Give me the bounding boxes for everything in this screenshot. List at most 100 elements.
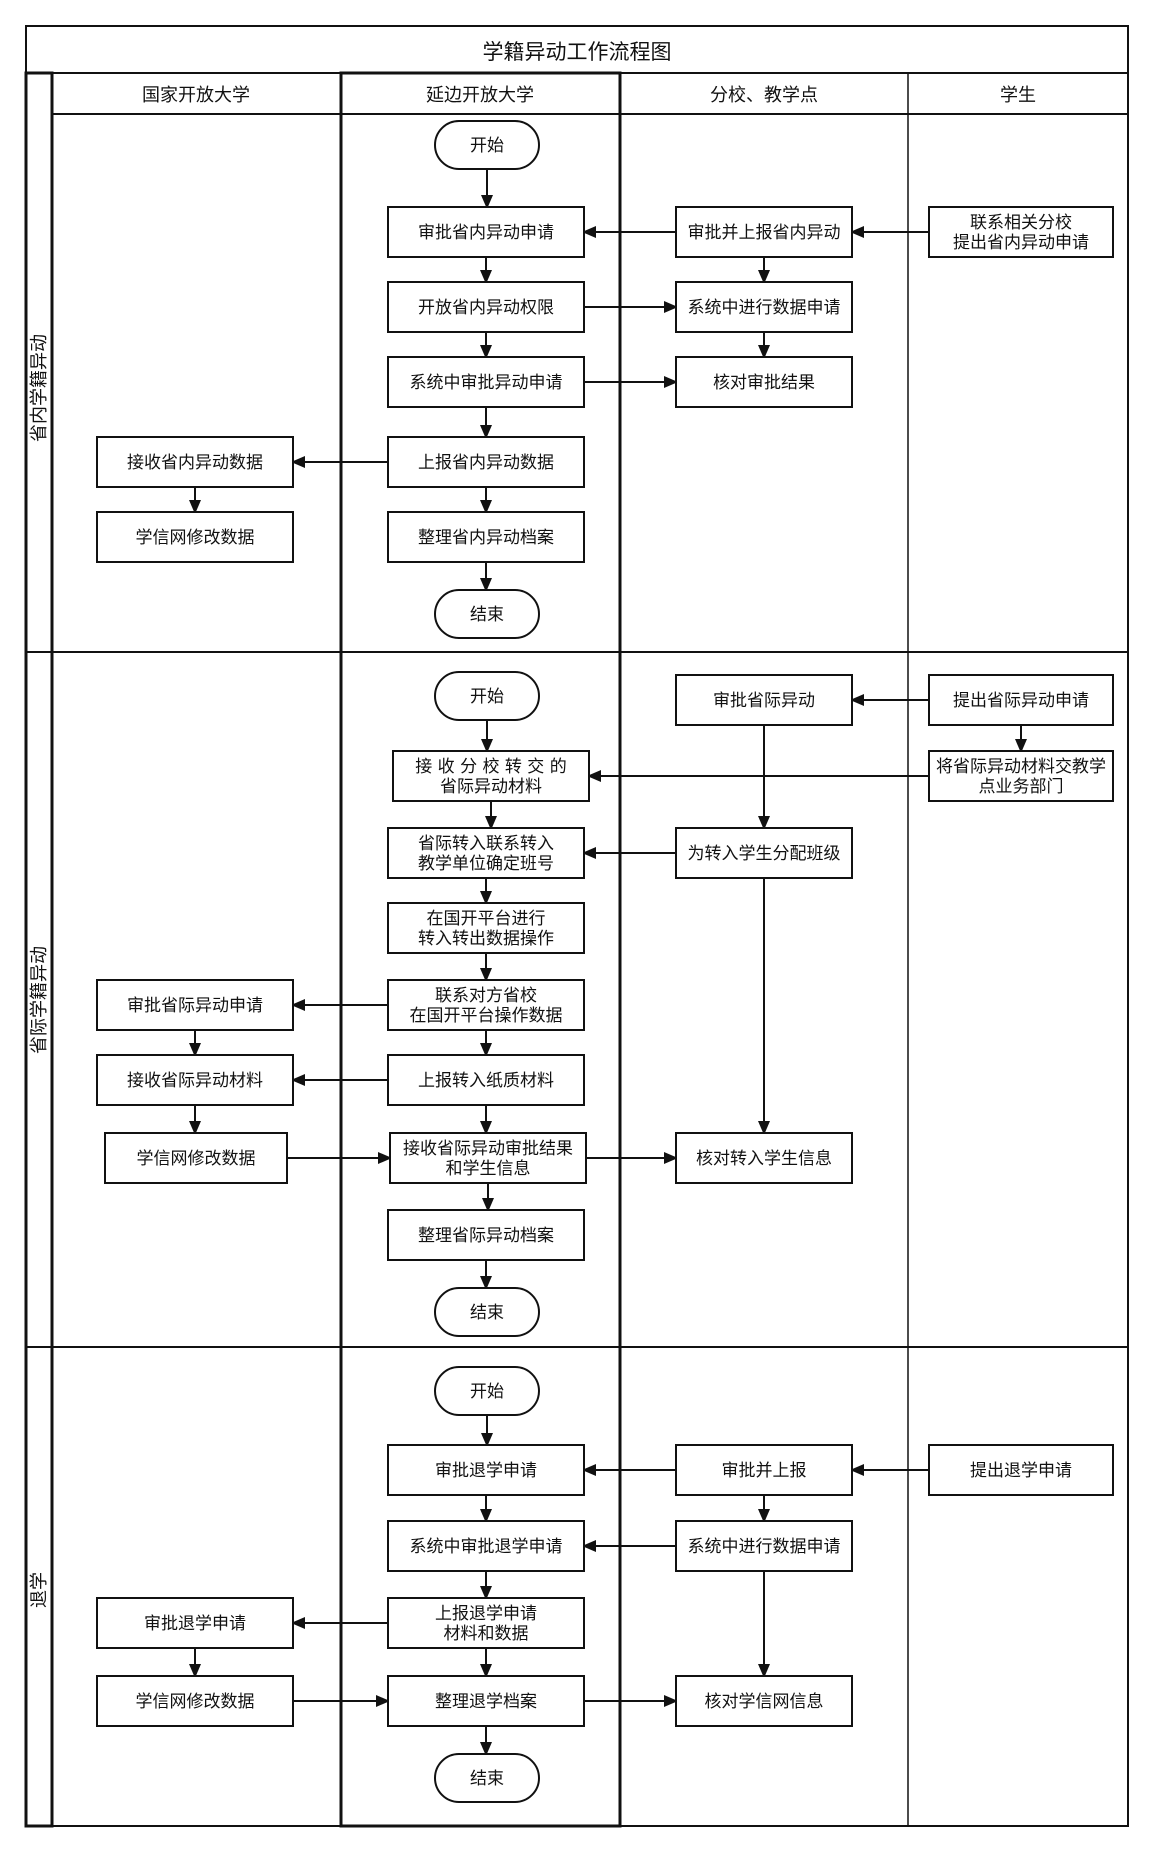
- node-s1-branch-apply: 系统中进行数据申请: [675, 281, 853, 333]
- terminal-shape: [434, 1366, 540, 1416]
- nodes-layer: 开始审批省内异动申请开放省内异动权限系统中审批异动申请上报省内异动数据整理省内异…: [96, 120, 1114, 1803]
- node-label: 在国开平台进行: [427, 909, 546, 929]
- node-s2-student-apply: 提出省际异动申请: [928, 674, 1114, 726]
- process-box: [675, 1444, 853, 1496]
- process-box: [675, 827, 853, 879]
- node-s1-report: 上报省内异动数据: [387, 436, 585, 488]
- node-label: 上报转入纸质材料: [418, 1071, 554, 1091]
- node-label: 在国开平台操作数据: [410, 1006, 563, 1026]
- process-box: [96, 436, 294, 488]
- node-label: 省际转入联系转入: [418, 834, 554, 854]
- node-label: 上报退学申请: [435, 1604, 537, 1624]
- node-label: 接收省内异动数据: [127, 453, 263, 473]
- node-label: 联系对方省校: [435, 986, 537, 1006]
- node-s1-branch-check: 核对审批结果: [675, 356, 853, 408]
- node-label: 开始: [470, 1382, 504, 1402]
- process-box: [392, 750, 590, 802]
- node-label: 学信网修改数据: [137, 1149, 256, 1169]
- process-box: [675, 356, 853, 408]
- node-label: 开始: [470, 687, 504, 707]
- node-s1-sysapprove: 系统中审批异动申请: [387, 356, 585, 408]
- section-label-column: [24, 71, 54, 1828]
- node-label: 结束: [470, 605, 504, 625]
- node-label: 审批并上报: [722, 1461, 807, 1481]
- terminal-shape: [434, 1753, 540, 1803]
- edges-layer: [189, 169, 1027, 1756]
- terminal-shape: [434, 1287, 540, 1337]
- node-label: 为转入学生分配班级: [688, 844, 841, 864]
- node-s3-sysapprove: 系统中审批退学申请: [387, 1520, 585, 1572]
- process-box: [675, 674, 853, 726]
- process-box: [928, 1444, 1114, 1496]
- node-s1-branch-approve: 审批并上报省内异动: [675, 206, 853, 258]
- process-box: [387, 1597, 585, 1649]
- node-label: 接收省际异动审批结果: [403, 1139, 573, 1159]
- section-label-withdrawal: 退学: [29, 1572, 50, 1608]
- node-s3-xxw: 学信网修改数据: [96, 1675, 294, 1727]
- node-label: 将省际异动材料交教学: [936, 757, 1106, 777]
- node-label: 教学单位确定班号: [418, 854, 554, 874]
- process-box: [96, 1597, 294, 1649]
- diagram-title: 学籍异动工作流程图: [483, 40, 672, 64]
- process-box: [387, 902, 585, 954]
- node-s1-recv: 接收省内异动数据: [96, 436, 294, 488]
- node-s3-start: 开始: [434, 1366, 540, 1416]
- node-s2-ouc-approve: 审批省际异动申请: [96, 979, 294, 1031]
- node-s1-approve: 审批省内异动申请: [387, 206, 585, 258]
- node-label: 整理省际异动档案: [418, 1226, 554, 1246]
- node-s2-xxw: 学信网修改数据: [104, 1132, 288, 1184]
- node-label: 开始: [470, 136, 504, 156]
- node-s2-end: 结束: [434, 1287, 540, 1337]
- process-box: [387, 356, 585, 408]
- process-box: [387, 436, 585, 488]
- node-label: 提出省内异动申请: [953, 233, 1089, 253]
- process-box: [928, 206, 1114, 258]
- process-box: [387, 1209, 585, 1261]
- process-box: [96, 1054, 294, 1106]
- node-label: 学信网修改数据: [136, 528, 255, 548]
- node-label: 审批省际异动: [713, 691, 815, 711]
- lane-header-student: 学生: [1000, 85, 1036, 106]
- node-label: 审批省际异动申请: [127, 996, 263, 1016]
- node-s2-branch-class: 为转入学生分配班级: [675, 827, 853, 879]
- process-box: [387, 1444, 585, 1496]
- node-label: 结束: [470, 1303, 504, 1323]
- node-label: 学信网修改数据: [136, 1692, 255, 1712]
- node-s2-branch-check: 核对转入学生信息: [675, 1132, 853, 1184]
- node-s1-archive: 整理省内异动档案: [387, 511, 585, 563]
- process-box: [96, 1675, 294, 1727]
- section-label-interprovincial: 省际学籍异动: [29, 946, 50, 1054]
- node-label: 系统中进行数据申请: [688, 1537, 841, 1557]
- node-s3-branch-apply: 系统中进行数据申请: [675, 1520, 853, 1572]
- node-label: 材料和数据: [444, 1624, 529, 1644]
- node-label: 审批退学申请: [435, 1461, 537, 1481]
- lane-header-branch: 分校、教学点: [710, 85, 818, 106]
- node-label: 接收省际异动材料: [127, 1071, 263, 1091]
- node-label: 审批并上报省内异动: [688, 223, 841, 243]
- lane-header-ouc: 国家开放大学: [142, 85, 250, 106]
- process-box: [675, 1520, 853, 1572]
- node-label: 联系相关分校: [970, 213, 1072, 233]
- terminal-shape: [434, 671, 540, 721]
- node-label: 接 收 分 校 转 交 的: [415, 757, 566, 777]
- node-label: 转入转出数据操作: [418, 929, 554, 949]
- process-box: [96, 511, 294, 563]
- node-s3-branch-check: 核对学信网信息: [675, 1675, 853, 1727]
- terminal-shape: [434, 589, 540, 639]
- node-label: 和学生信息: [446, 1159, 531, 1179]
- node-s2-paper: 上报转入纸质材料: [387, 1054, 585, 1106]
- node-s1-start: 开始: [434, 120, 540, 170]
- node-s3-branch-approve: 审批并上报: [675, 1444, 853, 1496]
- process-box: [675, 206, 853, 258]
- node-label: 点业务部门: [979, 777, 1064, 797]
- process-box: [387, 511, 585, 563]
- section-label-provincial: 省内学籍异动: [29, 334, 50, 442]
- node-s1-end: 结束: [434, 589, 540, 639]
